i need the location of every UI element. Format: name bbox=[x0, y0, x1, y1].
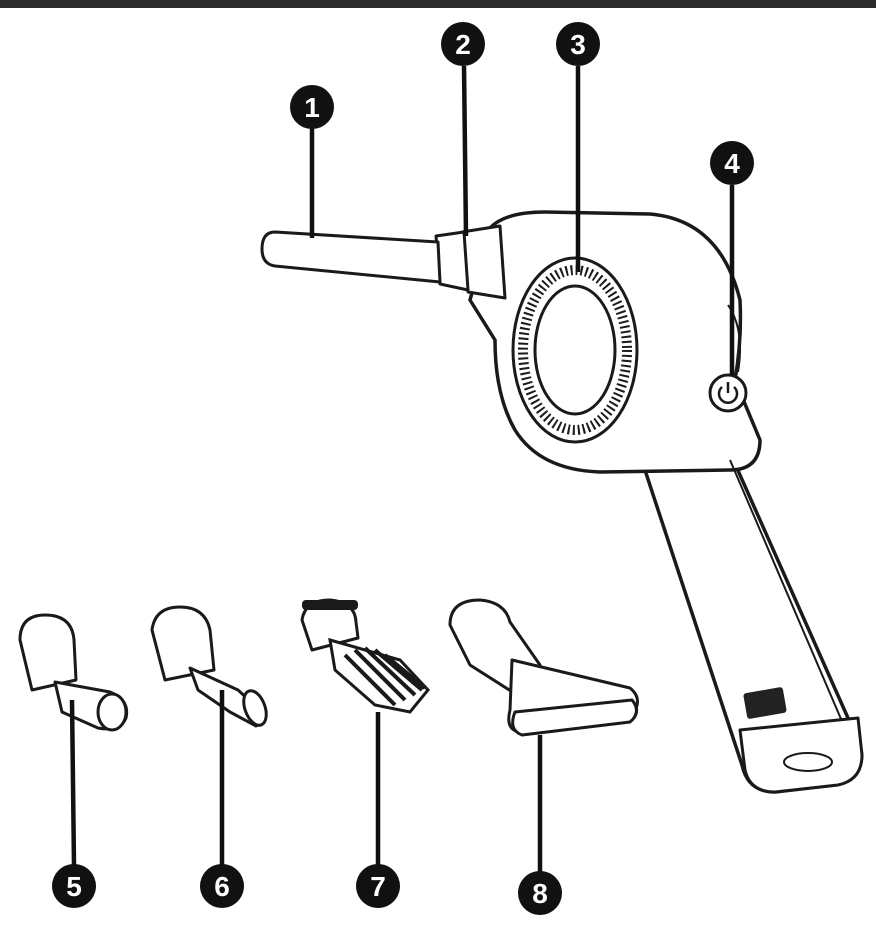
power-icon bbox=[717, 382, 739, 404]
leader-line-5 bbox=[69, 699, 77, 867]
attachment-brush bbox=[300, 598, 430, 714]
attachment-straight-nozzle bbox=[18, 613, 129, 732]
callout-3-label: 3 bbox=[570, 29, 586, 60]
callout-2-label: 2 bbox=[455, 29, 471, 60]
callout-4-label: 4 bbox=[724, 148, 740, 179]
callout-1-label: 1 bbox=[304, 92, 320, 123]
callout-8: 8 bbox=[518, 871, 562, 915]
handle-line bbox=[729, 459, 851, 741]
intake-grille-teeth bbox=[518, 265, 632, 435]
intake-grille-inner bbox=[533, 284, 617, 416]
callout-8-label: 8 bbox=[532, 878, 548, 909]
callout-7: 7 bbox=[356, 864, 400, 908]
callout-2: 2 bbox=[441, 22, 485, 66]
attachment-flat-nozzle bbox=[448, 598, 639, 737]
attachment-angled-nozzle bbox=[150, 605, 268, 728]
air-blower bbox=[260, 210, 864, 794]
callout-1: 1 bbox=[290, 85, 334, 129]
top-bar bbox=[0, 0, 876, 8]
callout-7-label: 7 bbox=[370, 871, 386, 902]
callout-6: 6 bbox=[200, 864, 244, 908]
callout-5-label: 5 bbox=[66, 871, 82, 902]
callout-4: 4 bbox=[710, 141, 754, 185]
logo-stamp bbox=[743, 687, 787, 719]
callout-3: 3 bbox=[556, 22, 600, 66]
leader-line-2 bbox=[461, 65, 469, 237]
bottom-cap-ring bbox=[783, 752, 833, 772]
bottom-cap bbox=[738, 716, 864, 794]
callout-6-label: 6 bbox=[214, 871, 230, 902]
callout-5: 5 bbox=[52, 864, 96, 908]
long-nozzle bbox=[260, 230, 442, 284]
